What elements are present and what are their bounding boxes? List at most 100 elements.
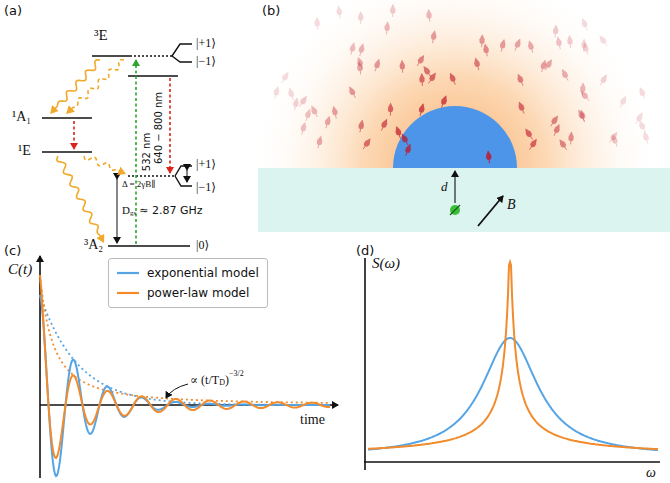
- spin: [560, 140, 567, 150]
- spin: [580, 83, 585, 95]
- depth-label: d: [441, 180, 448, 193]
- legend-text: power-law model: [147, 286, 249, 300]
- legend-entry: exponential model: [117, 263, 259, 283]
- spin-arrow: [417, 56, 423, 66]
- spectrum-curves: [368, 262, 658, 450]
- spin-dot: [396, 130, 401, 135]
- spin-dot: [580, 114, 585, 119]
- spin-dot: [390, 8, 395, 13]
- spin-dot: [274, 90, 279, 95]
- curve: [368, 262, 658, 449]
- spin: [317, 137, 322, 149]
- spin-dot: [527, 132, 532, 137]
- spin-arrow: [600, 36, 607, 46]
- spin-dot: [357, 66, 362, 71]
- spin-arrow: [451, 74, 456, 85]
- spin-dot: [385, 26, 390, 31]
- spin: [518, 75, 523, 86]
- spin: [563, 70, 568, 81]
- spin-dot: [358, 15, 363, 20]
- spin: [644, 132, 649, 144]
- spin-dot: [556, 41, 561, 46]
- spin: [325, 117, 330, 129]
- spin: [554, 125, 559, 136]
- spin-dot: [640, 91, 645, 96]
- spin-dot: [332, 110, 337, 115]
- spin-dot: [282, 75, 287, 80]
- spin-dot: [427, 13, 432, 18]
- spin: [526, 129, 533, 139]
- spin-dot: [637, 116, 642, 121]
- spin-dot: [400, 64, 405, 69]
- spin: [567, 36, 572, 48]
- spin: [396, 127, 401, 138]
- leader-line: [166, 384, 188, 398]
- spin-dot: [381, 123, 386, 128]
- spin-arrow: [375, 60, 379, 72]
- curve: [40, 275, 330, 403]
- spin-dot: [583, 94, 588, 99]
- spin-dot: [529, 45, 534, 50]
- zero-field-label: ≈ 2.87 GHz: [139, 205, 202, 216]
- spin-dot: [530, 142, 535, 147]
- state-label: ¹E: [18, 144, 31, 158]
- wavy-arrow: [51, 60, 100, 113]
- spin-dot: [568, 136, 573, 141]
- spin: [350, 43, 355, 55]
- detection-volume: [393, 106, 517, 168]
- spin: [312, 106, 317, 117]
- axis-label: ω: [646, 466, 656, 480]
- spin-arrow: [545, 60, 551, 70]
- zero-field-label: D: [122, 205, 130, 216]
- spin-arrow: [563, 70, 568, 81]
- panel-label: (a): [4, 4, 22, 17]
- spin: [381, 120, 386, 131]
- spin-arrow: [397, 127, 401, 138]
- spin-dot: [300, 99, 305, 104]
- state-label: ¹A₁: [12, 110, 31, 124]
- spin-dot: [475, 62, 480, 67]
- legend-line: [117, 288, 139, 298]
- spin-dot: [358, 61, 363, 66]
- spin-dot: [312, 109, 317, 114]
- spin: [545, 60, 551, 70]
- spin-arrow: [560, 140, 567, 150]
- spin: [357, 62, 362, 74]
- wavelength-label: 640 − 800 nm: [154, 92, 164, 164]
- depth-arrow: [454, 171, 455, 203]
- state-label: ³A₂: [84, 238, 103, 252]
- spin: [500, 40, 505, 52]
- panel-label: (d): [356, 244, 374, 257]
- axis-label: time: [300, 413, 325, 427]
- spin-dot: [554, 128, 559, 133]
- spin-dot: [561, 142, 566, 147]
- spin: [583, 43, 588, 55]
- spin: [486, 151, 491, 163]
- zero-field-arrow: [117, 179, 118, 243]
- spin: [582, 19, 587, 30]
- spin-state: |−1⟩: [196, 181, 216, 193]
- spin-dot: [601, 78, 606, 83]
- spin: [541, 61, 546, 72]
- spin-arrow: [530, 140, 537, 150]
- nv-spin: [450, 205, 460, 215]
- spin: [519, 103, 524, 114]
- spin-dot: [441, 99, 446, 104]
- spin-dot: [301, 126, 306, 131]
- axis-label: C(t): [8, 262, 32, 277]
- spin-dot: [553, 29, 558, 34]
- panel-label: (b): [262, 4, 280, 17]
- spin: [390, 5, 395, 17]
- spin-dot: [580, 87, 585, 92]
- spin-arrow: [424, 67, 431, 77]
- spin-arrow: [620, 97, 625, 108]
- spin-dot: [582, 22, 587, 27]
- spin-arrow: [363, 139, 370, 149]
- spin: [417, 56, 423, 66]
- spin-arrow: [290, 89, 294, 100]
- spin: [289, 89, 294, 100]
- spin: [405, 145, 410, 156]
- spin-arrow: [551, 116, 558, 126]
- spin-dot: [563, 73, 568, 78]
